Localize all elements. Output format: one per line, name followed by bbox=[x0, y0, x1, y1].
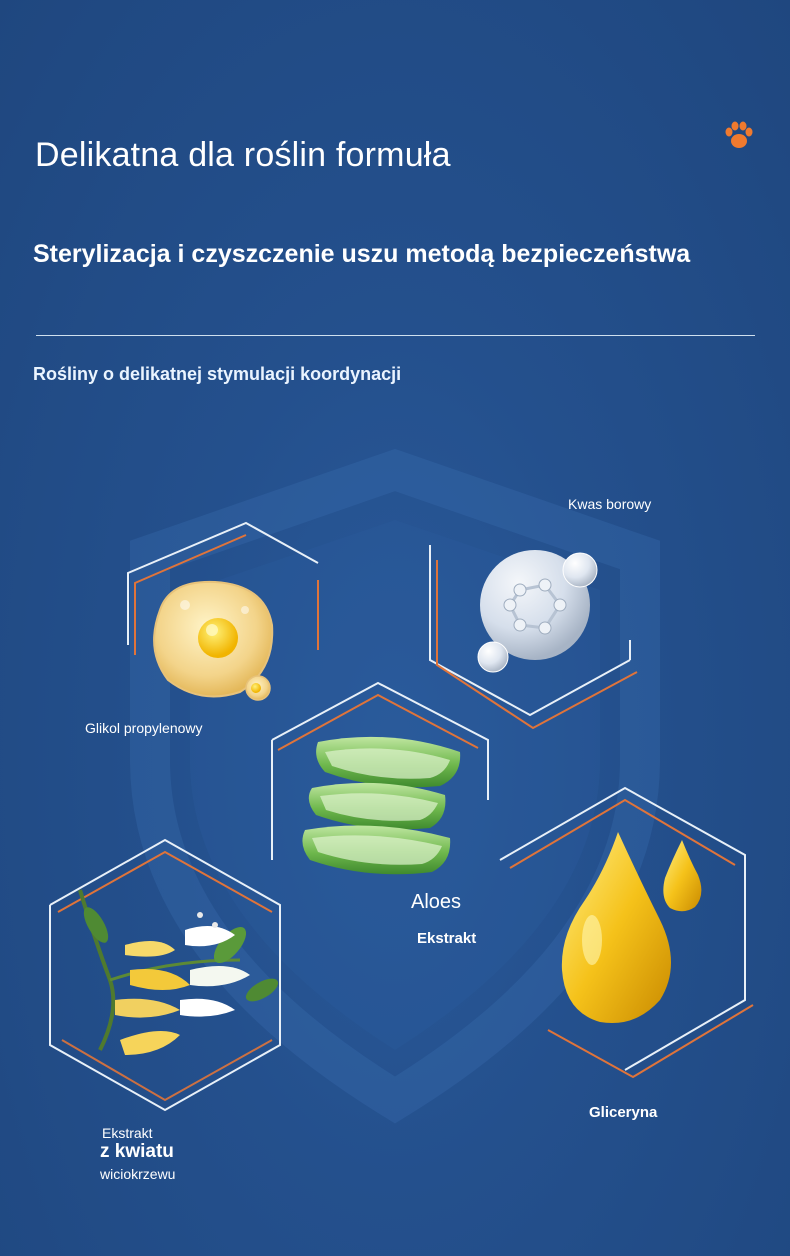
paw-icon bbox=[725, 121, 753, 148]
molecule-icon bbox=[477, 550, 598, 673]
hex-frame-boric-acid bbox=[429, 545, 638, 730]
boric-acid-label: Kwas borowy bbox=[568, 496, 652, 512]
divider bbox=[36, 335, 755, 336]
section-label: Rośliny o delikatnej stymulacji koordyna… bbox=[33, 364, 402, 384]
honeysuckle-label-line2: z kwiatu bbox=[100, 1141, 174, 1162]
aloe-extract-label: Ekstrakt bbox=[417, 930, 477, 947]
honeysuckle-label-line1: Ekstrakt bbox=[102, 1125, 153, 1141]
propylene-glycol-label: Glikol propylenowy bbox=[85, 720, 203, 736]
page-subtitle: Sterylizacja i czyszczenie uszu metodą b… bbox=[33, 240, 691, 268]
hex-frame-honeysuckle bbox=[49, 838, 281, 1112]
page-title: Delikatna dla roślin formuła bbox=[35, 136, 451, 174]
aloe-icon bbox=[302, 736, 461, 875]
aloe-name: Aloes bbox=[411, 891, 462, 913]
honeysuckle-label-line3: wiciokrzewu bbox=[100, 1166, 176, 1182]
hex-frame-glycerin bbox=[499, 786, 754, 1079]
oil-drop-icon bbox=[561, 832, 702, 1024]
oil-bubble-icon bbox=[153, 580, 274, 701]
hex-frame-aloe bbox=[271, 681, 489, 860]
hex-frame-propylene-glycol bbox=[127, 521, 319, 655]
honeysuckle-flower-icon bbox=[78, 889, 279, 1055]
glycerin-label: Gliceryna bbox=[589, 1104, 658, 1121]
